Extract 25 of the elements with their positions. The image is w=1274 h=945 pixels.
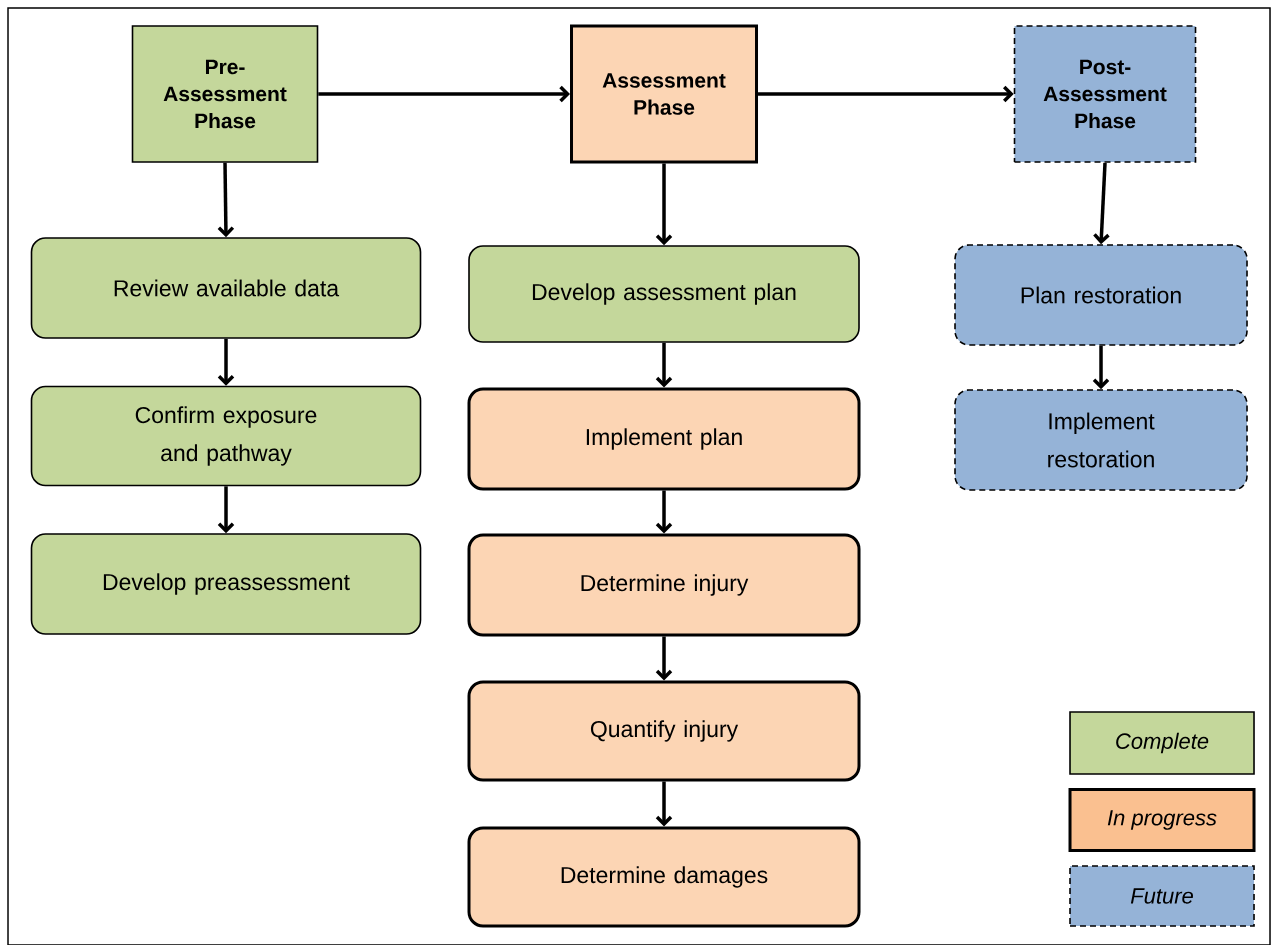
arrow [655,636,673,681]
step-box: Implement plan [467,387,861,491]
step-box: Implement restoration [954,389,1248,491]
arrow [655,490,673,534]
arrow [1092,345,1110,390]
phase-box: Pre-Assessment Phase [131,25,319,163]
step-box: Review available data [30,237,422,339]
arrow [655,342,673,388]
arrow [655,163,673,246]
phase-box: Post-Assessment Phase [1013,25,1197,163]
step-box: Quantify injury [467,680,861,782]
step-box: Determine injury [467,533,861,637]
step-box: Determine damages [467,826,861,928]
step-box: Confirm exposure and pathway [30,385,422,487]
arrow [217,486,235,534]
arrow [318,85,570,103]
phase-box: Assessment Phase [570,24,758,164]
step-box: Develop preassessment [30,533,422,635]
arrow [758,85,1014,103]
arrow [1093,162,1110,245]
arrow [217,162,235,238]
step-box: Plan restoration [954,244,1248,346]
step-box: Develop assessment plan [468,245,860,343]
arrow [217,338,235,386]
arrow [655,781,673,827]
